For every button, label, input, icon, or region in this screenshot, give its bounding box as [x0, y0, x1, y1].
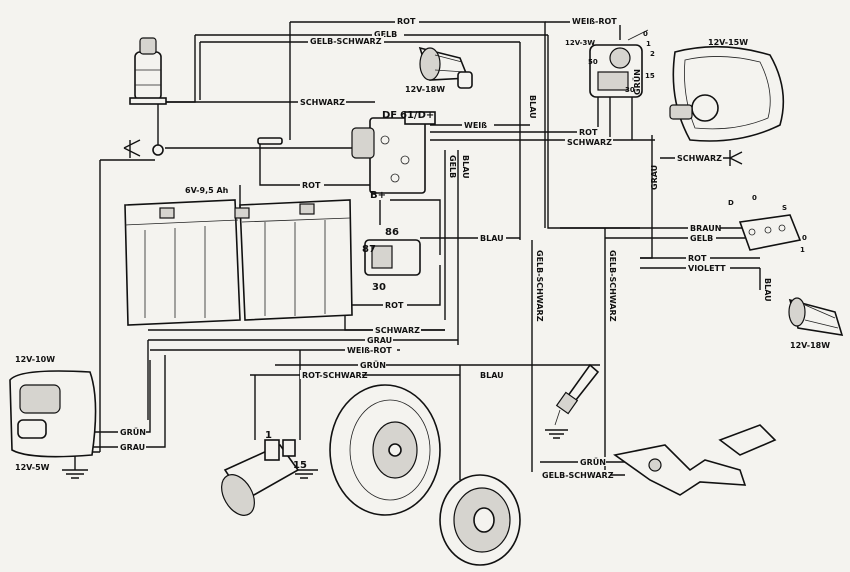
ignition-coil — [221, 439, 300, 516]
wire-label-weiss-rot-low: WEIß-ROT — [347, 346, 392, 355]
ignition-terminal-0: 0 — [643, 30, 648, 38]
wire-label-blau-relay: BLAU — [480, 234, 504, 243]
wire-label-schwarz-mid: SCHWARZ — [300, 98, 345, 107]
wire-label-schwarz-low: SCHWARZ — [375, 326, 420, 335]
wire-label-blau-horn: BLAU — [763, 278, 772, 302]
battery — [124, 199, 353, 326]
coil-terminal-1: 1 — [265, 430, 272, 441]
wire-label-schwarz-right: SCHWARZ — [567, 138, 612, 147]
wire-label-grau-vertical: GRAU — [650, 165, 659, 190]
wire-label-rot-relay: ROT — [385, 301, 404, 310]
wire-label-gelb-schwarz-top: GELB-SCHWARZ — [310, 37, 382, 46]
wire-label-gelb-schwarz-kick: GELB-SCHWARZ — [542, 471, 614, 480]
battery-rating: 6V-9,5 Ah — [185, 186, 229, 195]
wire-label-weiss-rot-top: WEIß-ROT — [572, 17, 617, 26]
relay — [364, 239, 421, 276]
horn-top — [418, 46, 473, 89]
wire-label-rot-top: ROT — [397, 17, 416, 26]
wire-label-gruen-tail: GRÜN — [120, 427, 146, 437]
ground-icon — [729, 150, 743, 166]
wire-label-rot-ignition: ROT — [579, 128, 598, 137]
regulator-terminal-d: 61/D+ — [400, 110, 434, 121]
tail-light-top-rating: 12V-10W — [15, 355, 55, 364]
switch-terminal-d: D — [728, 199, 734, 207]
spark-plug — [554, 363, 600, 426]
wire-label-rot-switch: ROT — [688, 254, 707, 263]
switch-terminal-0-right: 0 — [802, 234, 807, 242]
light-switch — [738, 214, 802, 251]
ignition-switch-rating: 12V-3W — [565, 39, 595, 47]
flywheel — [439, 474, 521, 566]
ground-icon — [62, 469, 88, 479]
wire-label-gelb-schwarz-v1: GELB-SCHWARZ — [535, 250, 544, 322]
switch-terminal-s: S — [782, 204, 787, 212]
relay-terminal-87: 87 — [362, 244, 376, 255]
ground-icon — [545, 429, 568, 439]
wire-labels: ROT GELB GELB-SCHWARZ WEIß-ROT BLAU SCHW… — [118, 16, 772, 480]
wire-label-gelb-top: GELB — [374, 30, 397, 39]
tail-light-bottom-rating: 12V-5W — [15, 463, 50, 472]
wire-label-gruen-vertical: GRÜN — [632, 69, 642, 95]
ignition-terminal-2: 2 — [650, 50, 655, 58]
magneto — [329, 384, 441, 516]
wire-label-grau-low: GRAU — [367, 336, 392, 345]
horn-top-left — [129, 37, 167, 105]
wire-label-gruen-kick: GRÜN — [580, 457, 606, 467]
wire-label-rot-schwarz: ROT-SCHWARZ — [302, 371, 368, 380]
ignition-terminal-50: 50 — [588, 58, 598, 66]
relay-terminal-30: 30 — [372, 282, 386, 293]
ground-icon — [123, 139, 141, 158]
wire-label-braun: BRAUN — [690, 224, 721, 233]
headlight-rating: 12V-15W — [708, 38, 748, 47]
wire-label-gelb-vertical: GELB — [448, 155, 457, 178]
junction-connector — [152, 137, 283, 156]
wire-label-violett: VIOLETT — [688, 264, 726, 273]
wire-label-weiss: WEIß — [464, 121, 487, 130]
headlight — [669, 45, 785, 142]
switch-terminal-1: 1 — [800, 246, 805, 254]
horn-top-rating: 12V-18W — [405, 85, 445, 94]
tail-light — [9, 370, 97, 458]
wire-label-gruen-low: GRÜN — [360, 360, 386, 370]
wire-label-schwarz-ground: SCHWARZ — [677, 154, 722, 163]
switch-terminal-0-top: 0 — [752, 194, 757, 202]
wire-label-gelb-switch: GELB — [690, 234, 713, 243]
coil-terminal-15: 15 — [293, 460, 307, 471]
wire-label-blau-vertical: BLAU — [528, 95, 537, 119]
ignition-terminal-30: 30 — [625, 86, 635, 94]
wire-label-rot-regulator: ROT — [302, 181, 321, 190]
horn-right — [788, 297, 844, 336]
wire-label-blau-vertical2: BLAU — [461, 155, 470, 179]
kickstand-switch — [613, 424, 777, 496]
wire-label-blau-low: BLAU — [480, 371, 504, 380]
ignition-terminal-15: 15 — [645, 72, 655, 80]
regulator-terminal-b: B+ — [370, 190, 386, 201]
wire-label-gelb-schwarz-v2: GELB-SCHWARZ — [608, 250, 617, 322]
horn-right-rating: 12V-18W — [790, 341, 830, 350]
regulator-terminal-df: DF — [382, 110, 397, 121]
relay-terminal-86: 86 — [385, 227, 399, 238]
wire-label-grau-tail: GRAU — [120, 443, 145, 452]
ignition-terminal-1: 1 — [646, 40, 651, 48]
voltage-regulator — [351, 111, 436, 194]
ignition-switch — [589, 29, 649, 98]
